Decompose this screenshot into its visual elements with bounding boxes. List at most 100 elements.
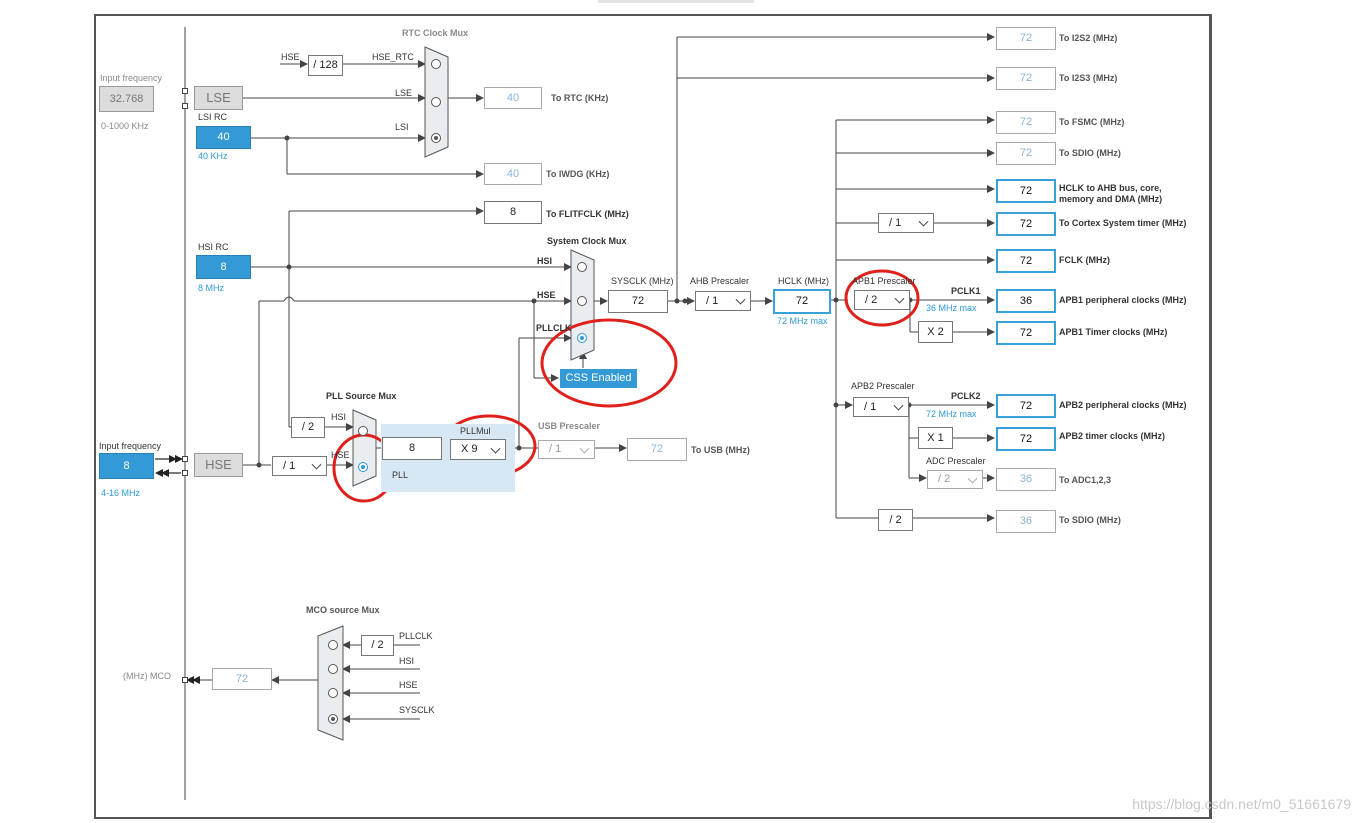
- lse-input-frequency[interactable]: 32.768: [99, 86, 154, 112]
- rtc-output-value: 40: [484, 87, 542, 109]
- lse-pin-2: [182, 103, 188, 109]
- mco-output-label: (MHz) MCO: [123, 671, 171, 681]
- lse-input-label: Input frequency: [100, 73, 163, 83]
- mco-mux-title: MCO source Mux: [306, 605, 380, 615]
- rtc-hse-divider: / 128: [308, 55, 343, 76]
- apb1-prescaler-label: APB1 Prescaler: [852, 276, 916, 286]
- hclk-max: 72 MHz max: [777, 316, 828, 326]
- output-value-apb1-timer[interactable]: 72: [996, 321, 1056, 345]
- rtc-radio-lse[interactable]: [431, 97, 441, 107]
- pll-mul-value: X 9: [461, 443, 478, 455]
- usb-prescaler-value: / 1: [549, 443, 562, 455]
- apb1-prescaler-value: / 2: [865, 294, 878, 306]
- output-value-i2s2: 72: [996, 27, 1056, 50]
- hsi-title: HSI RC: [198, 242, 229, 252]
- mco-radio-sysclk[interactable]: [328, 714, 338, 724]
- css-enabled-button[interactable]: CSS Enabled: [560, 369, 637, 388]
- output-label-cortex-timer: To Cortex System timer (MHz): [1059, 218, 1187, 228]
- hse-input-frequency[interactable]: 8: [99, 453, 154, 479]
- rtc-radio-hse[interactable]: [431, 59, 441, 69]
- hse-pll-divider-value: / 1: [283, 460, 296, 472]
- pll-mul-select[interactable]: X 9: [450, 439, 506, 460]
- ahb-prescaler-value: / 1: [706, 295, 719, 307]
- output-label-hclk-ahb: HCLK to AHB bus, core, memory and DMA (M…: [1059, 183, 1163, 204]
- sysclk-radio-hsi[interactable]: [577, 262, 587, 272]
- mco-mux-shape: [317, 625, 344, 741]
- output-value-sdio-ahb: 72: [996, 142, 1056, 165]
- mco-radio-pllclk[interactable]: [328, 640, 338, 650]
- output-value-cortex-timer[interactable]: 72: [996, 212, 1056, 236]
- lsi-frequency: 40 KHz: [198, 151, 228, 161]
- output-value-sdio-apb2: 36: [996, 510, 1056, 533]
- pll-source-mux-shape: [352, 409, 377, 487]
- hsi-pll-divider: / 2: [291, 417, 325, 438]
- iwdg-output-label: To IWDG (KHz): [546, 169, 610, 179]
- apb2-prescaler-label: APB2 Prescaler: [851, 381, 915, 391]
- flitf-output-label: To FLITFCLK (MHz): [546, 209, 629, 219]
- pll-src-radio-hse[interactable]: [358, 462, 368, 472]
- pll-source-mux-title: PLL Source Mux: [326, 391, 397, 401]
- mco-pin: [182, 677, 188, 683]
- rtc-radio-lsi[interactable]: [431, 133, 441, 143]
- adc-prescaler-value: / 2: [938, 473, 951, 485]
- ahb-prescaler-select[interactable]: / 1: [695, 291, 751, 311]
- pclk1-label: PCLK1: [951, 286, 981, 296]
- hse-pin-2: [182, 470, 188, 476]
- output-label-sdio-ahb: To SDIO (MHz): [1059, 148, 1121, 158]
- rtc-mux-title: RTC Clock Mux: [402, 28, 469, 38]
- rtc-hse-label: HSE: [281, 52, 300, 62]
- chevron-down-icon: [918, 216, 929, 227]
- chevron-down-icon: [735, 294, 746, 305]
- chevron-down-icon: [579, 443, 590, 454]
- hsi-block[interactable]: 8: [196, 255, 251, 279]
- rtc-lse-label: LSE: [395, 88, 413, 98]
- output-label-i2s2: To I2S2 (MHz): [1059, 33, 1118, 43]
- mco-output-value: 72: [212, 668, 272, 690]
- rtc-output-label: To RTC (KHz): [551, 93, 609, 103]
- sdio-divider: / 2: [878, 509, 913, 531]
- hse-input-label: Input frequency: [99, 441, 162, 451]
- hse-block[interactable]: HSE: [194, 453, 243, 477]
- hse-input-range: 4-16 MHz: [101, 488, 141, 498]
- output-value-apb2-peripheral[interactable]: 72: [996, 394, 1056, 418]
- lsi-block[interactable]: 40: [196, 126, 251, 149]
- pll-src-radio-hsi[interactable]: [358, 426, 368, 436]
- sysclk-mux-hse-label: HSE: [537, 290, 556, 300]
- watermark: https://blog.csdn.net/m0_51661679: [1132, 796, 1351, 812]
- pll-src-hse-label: HSE: [331, 450, 350, 460]
- usb-prescaler-label: USB Prescaler: [538, 421, 601, 431]
- mco-radio-hsi[interactable]: [328, 664, 338, 674]
- output-label-apb2-timer: APB2 timer clocks (MHz): [1059, 431, 1166, 441]
- mco-radio-hse[interactable]: [328, 688, 338, 698]
- pll-label: PLL: [392, 470, 409, 480]
- hsi-frequency: 8 MHz: [198, 283, 225, 293]
- chevron-down-icon: [893, 400, 904, 411]
- sysclk-radio-hse[interactable]: [577, 296, 587, 306]
- clock-config-canvas: [94, 14, 1212, 819]
- output-label-adc: To ADC1,2,3: [1059, 475, 1112, 485]
- output-label-fclk: FCLK (MHz): [1059, 255, 1110, 265]
- hclk-value[interactable]: 72: [773, 289, 831, 314]
- sysclk-radio-pllclk[interactable]: [577, 333, 587, 343]
- output-value-hclk-ahb[interactable]: 72: [996, 179, 1056, 203]
- lse-input-range: 0-1000 KHz: [101, 121, 149, 131]
- apb2-prescaler-select[interactable]: / 1: [853, 397, 909, 417]
- pclk2-label: PCLK2: [951, 391, 981, 401]
- output-value-apb1-peripheral[interactable]: 36: [996, 289, 1056, 313]
- output-value-fclk[interactable]: 72: [996, 249, 1056, 273]
- sysclk-mux-hsi-label: HSI: [537, 256, 553, 266]
- mco-hsi-label: HSI: [399, 656, 415, 666]
- adc-prescaler-label: ADC Prescaler: [926, 456, 986, 466]
- hse-pll-divider-select[interactable]: / 1: [272, 456, 327, 476]
- pclk2-max: 72 MHz max: [926, 409, 977, 419]
- lse-block[interactable]: LSE: [194, 86, 243, 110]
- cortex-timer-divider-select[interactable]: / 1: [878, 213, 934, 233]
- cortex-timer-divider-value: / 1: [889, 217, 902, 229]
- apb1-prescaler-select[interactable]: / 2: [854, 290, 910, 310]
- adc-prescaler-select[interactable]: / 2: [927, 470, 983, 489]
- rtc-lsi-label: LSI: [395, 122, 409, 132]
- output-value-apb2-timer[interactable]: 72: [996, 427, 1056, 451]
- iwdg-output-value: 40: [484, 163, 542, 185]
- usb-prescaler-select[interactable]: / 1: [538, 440, 595, 459]
